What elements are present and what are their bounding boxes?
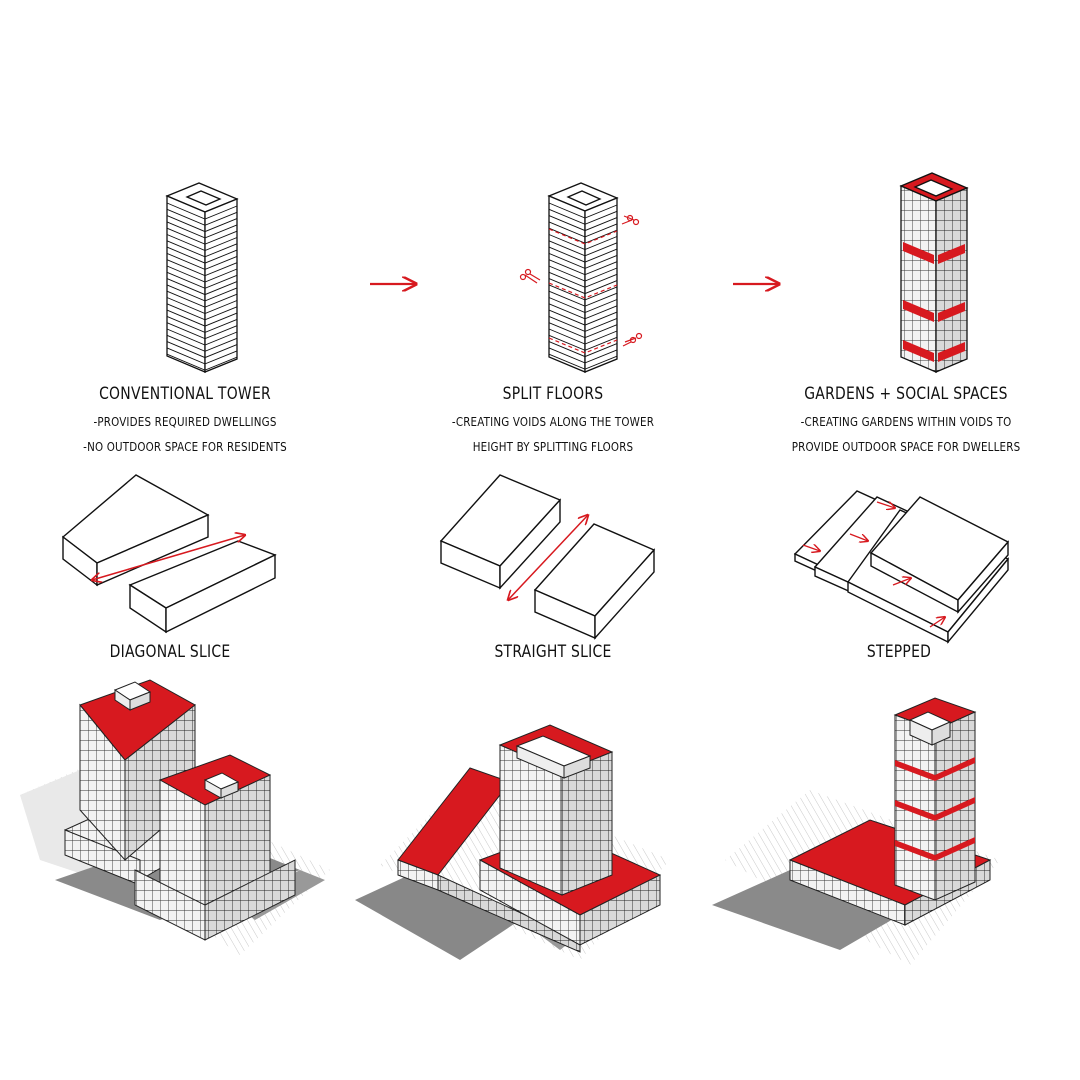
floor-line — [548, 252, 618, 269]
floor-line — [548, 353, 618, 370]
double-arrow-icon — [508, 515, 588, 600]
title-straight-slice: STRAIGHT SLICE — [494, 642, 612, 662]
stepped-diagram — [793, 490, 1010, 644]
floor-line — [548, 246, 618, 263]
floor-line — [166, 334, 238, 352]
floor-line — [166, 347, 238, 365]
gardens-tower — [899, 172, 969, 373]
floor-line — [166, 265, 238, 283]
floor-line — [548, 303, 618, 320]
split-floors-tower — [547, 182, 619, 373]
floor-line — [548, 215, 618, 232]
note-gardens-line2: PROVIDE OUTDOOR SPACE FOR DWELLERS — [791, 440, 1021, 454]
floor-line — [548, 290, 618, 307]
note-split-line1: -CREATING VOIDS ALONG THE TOWER — [451, 415, 655, 429]
floor-line — [548, 208, 618, 225]
floor-line — [548, 334, 618, 351]
floor-line — [548, 202, 618, 219]
floor-line — [166, 252, 238, 270]
floor-line — [166, 297, 238, 314]
floor-line — [548, 221, 618, 238]
floor-line — [166, 315, 238, 333]
straight-slice-render — [355, 724, 670, 960]
note-split-line2: HEIGHT BY SPLITTING FLOORS — [472, 440, 634, 454]
scissors-icon — [519, 214, 643, 347]
step-arrow-icon — [802, 502, 945, 628]
floor-line — [548, 234, 618, 250]
floor-line — [166, 309, 238, 327]
floor-line — [166, 227, 238, 245]
floor-line — [166, 322, 238, 340]
floor-line — [166, 246, 238, 264]
title-gardens-social-spaces: GARDENS + SOCIAL SPACES — [804, 384, 1008, 404]
floor-line — [548, 271, 618, 288]
double-arrow-icon — [92, 535, 245, 580]
floor-line — [166, 240, 238, 258]
floor-line — [548, 259, 618, 276]
stepped-render — [712, 697, 1000, 965]
title-conventional-tower: CONVENTIONAL TOWER — [99, 384, 271, 404]
floor-line — [548, 341, 618, 358]
floor-line — [166, 259, 238, 277]
floor-line — [548, 240, 618, 257]
conventional-tower — [165, 182, 239, 373]
note-conventional-line1: -PROVIDES REQUIRED DWELLINGS — [93, 415, 277, 429]
floor-line — [166, 234, 238, 251]
floor-line — [166, 353, 238, 371]
title-stepped: STEPPED — [866, 642, 932, 662]
floor-line — [548, 297, 618, 313]
floor-line — [166, 208, 238, 226]
floor-line — [548, 284, 618, 301]
floor-line — [166, 202, 238, 220]
floor-line — [166, 328, 238, 346]
title-split-floors: SPLIT FLOORS — [502, 384, 604, 404]
floor-line — [548, 227, 618, 244]
diagonal-slice-render — [20, 679, 330, 955]
note-gardens-line1: -CREATING GARDENS WITHIN VOIDS TO — [800, 415, 1012, 429]
title-diagonal-slice: DIAGONAL SLICE — [109, 642, 231, 662]
floor-line — [548, 347, 618, 364]
floor-line — [166, 290, 238, 308]
straight-slice-diagram — [439, 474, 656, 640]
floor-line — [548, 322, 618, 339]
floor-line — [166, 271, 238, 289]
note-conventional-line2: -NO OUTDOOR SPACE FOR RESIDENTS — [83, 440, 287, 454]
floor-line — [548, 315, 618, 332]
floor-line — [548, 328, 618, 345]
floor-line — [166, 341, 238, 359]
floor-line — [548, 309, 618, 326]
floor-line — [548, 278, 618, 295]
floor-line — [166, 221, 238, 239]
diagonal-slice-diagram — [61, 474, 277, 634]
floor-line — [166, 215, 238, 233]
floor-line — [548, 265, 618, 282]
floor-line — [166, 284, 238, 302]
floor-line — [166, 303, 238, 321]
floor-line — [166, 278, 238, 296]
